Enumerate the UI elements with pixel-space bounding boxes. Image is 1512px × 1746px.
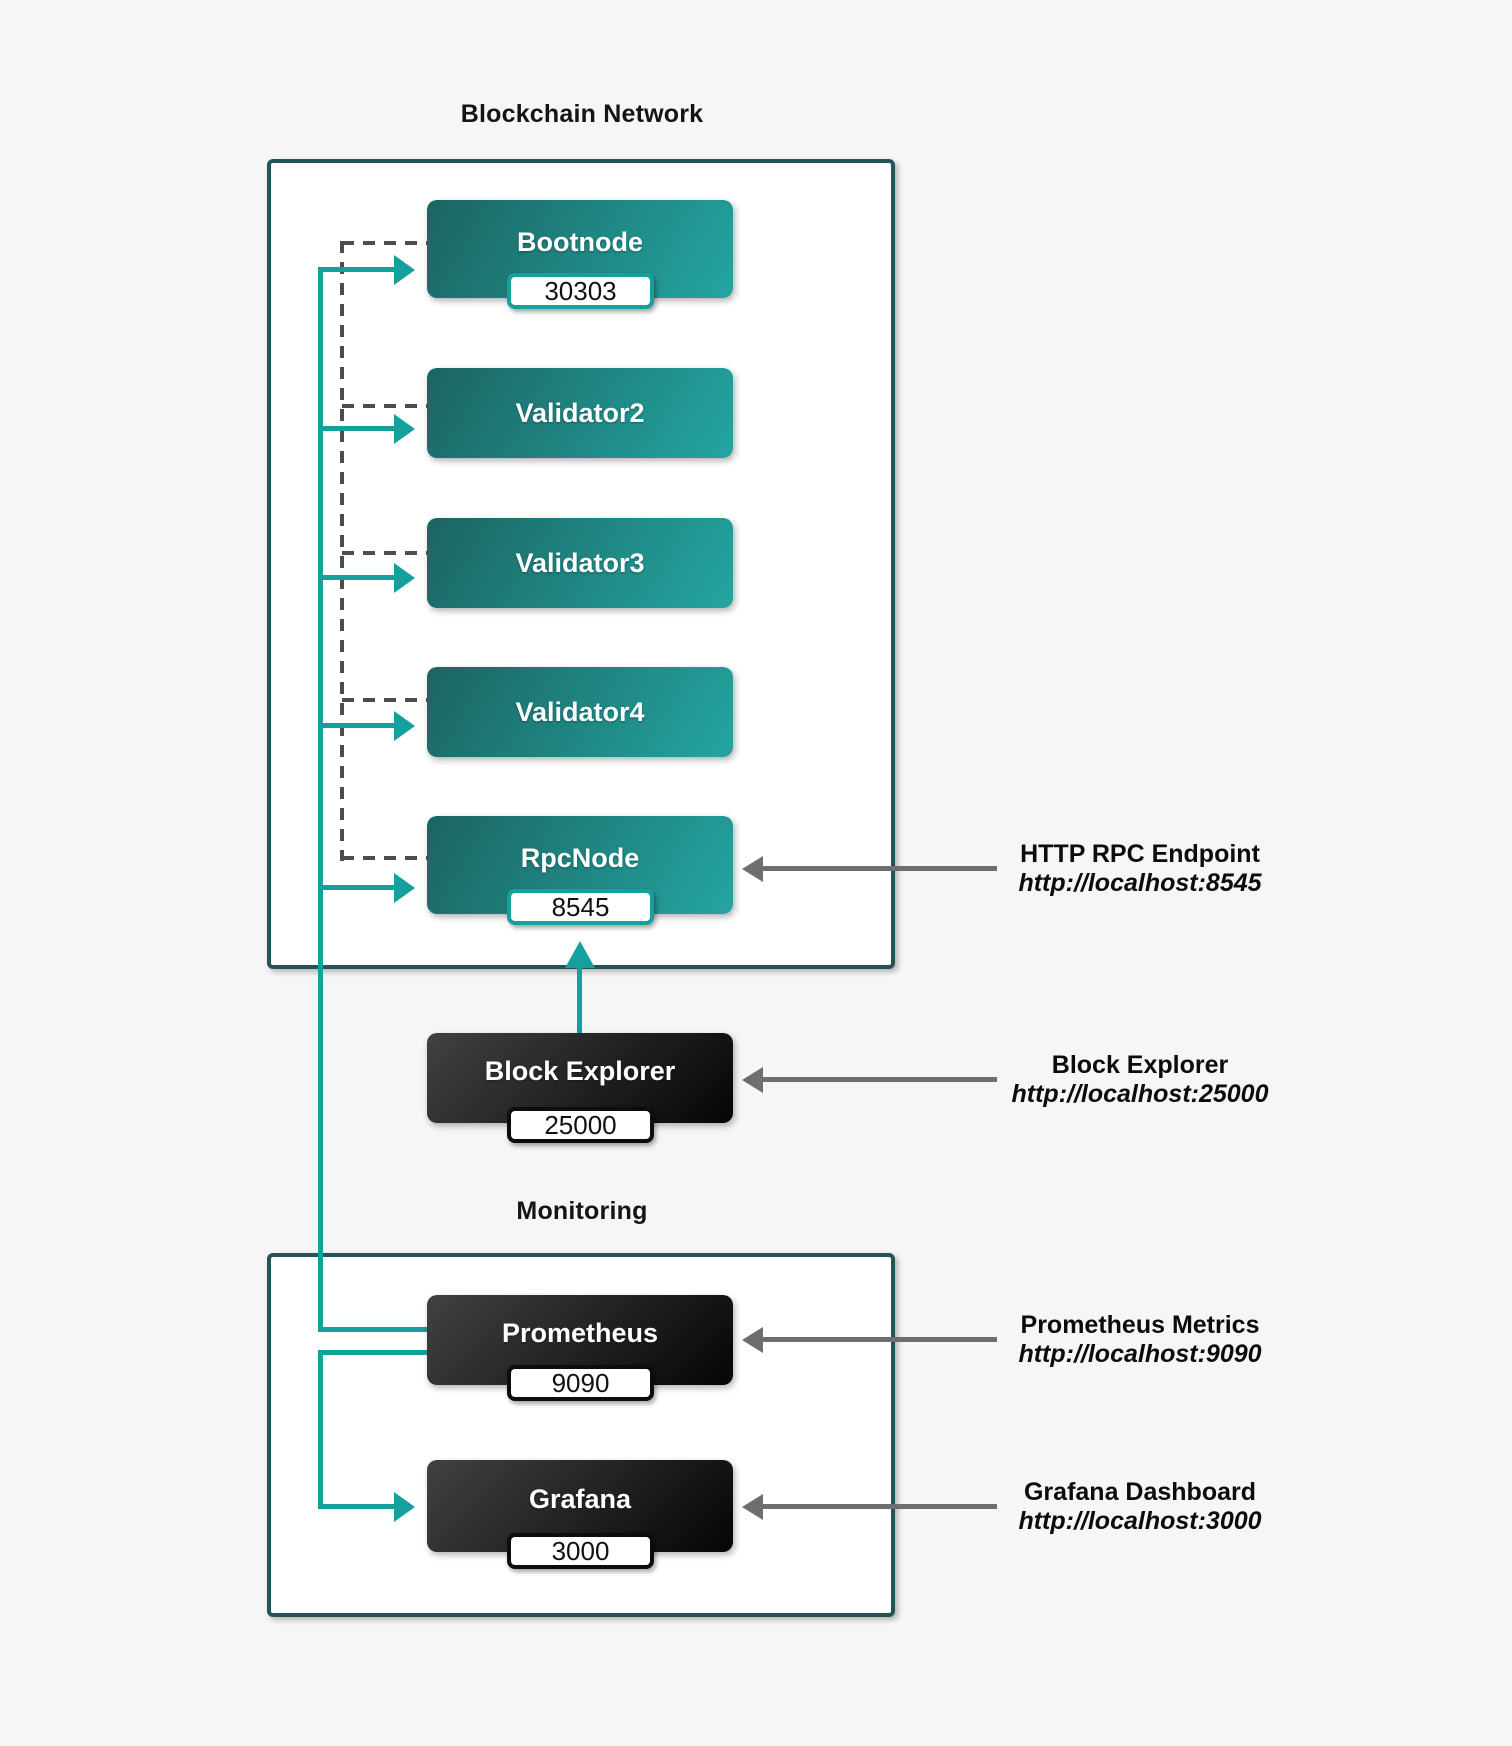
arrowhead-into-validator4-icon — [394, 711, 415, 741]
node-grafana: Grafana — [427, 1460, 733, 1552]
teal-edge-validator2 — [318, 426, 394, 431]
gray-line-rpc-endpoint — [762, 866, 997, 871]
annotation-prometheus-url: http://localhost:9090 — [1018, 1340, 1262, 1368]
node-validator3: Validator3 — [427, 518, 733, 608]
annotation-rpc-endpoint-url: http://localhost:8545 — [1018, 869, 1262, 897]
gray-line-block-explorer — [762, 1077, 997, 1082]
annotation-block-explorer-url: http://localhost:25000 — [1011, 1080, 1269, 1108]
node-rpcnode-label: RpcNode — [520, 842, 640, 873]
annotation-prometheus: Prometheus Metrics http://localhost:9090 — [970, 1311, 1310, 1369]
node-validator2: Validator2 — [427, 368, 733, 458]
port-badge-block-explorer: 25000 — [507, 1107, 654, 1143]
node-validator4: Validator4 — [427, 667, 733, 757]
dashed-line-validator3 — [342, 551, 427, 555]
arrowhead-left-rpc-endpoint-icon — [742, 856, 763, 882]
node-validator2-label: Validator2 — [515, 397, 645, 428]
arrowhead-into-validator2-icon — [394, 414, 415, 444]
node-grafana-label: Grafana — [528, 1483, 632, 1514]
node-validator3-label: Validator3 — [515, 547, 645, 578]
annotation-block-explorer-title: Block Explorer — [1051, 1051, 1229, 1079]
annotation-block-explorer: Block Explorer http://localhost:25000 — [970, 1051, 1310, 1109]
arrowhead-into-bootnode-icon — [394, 255, 415, 285]
teal-edge-grafana — [318, 1504, 394, 1509]
annotation-rpc-endpoint-title: HTTP RPC Endpoint — [1020, 840, 1260, 868]
teal-edge-bootnode — [318, 267, 394, 272]
monitoring-title: Monitoring — [516, 1197, 648, 1225]
annotation-rpc-endpoint: HTTP RPC Endpoint http://localhost:8545 — [970, 840, 1310, 898]
teal-edge-rpcnode — [318, 885, 394, 890]
arrowhead-into-grafana-icon — [394, 1492, 415, 1522]
arrowhead-left-prometheus-icon — [742, 1327, 763, 1353]
annotation-prometheus-title: Prometheus Metrics — [1020, 1311, 1260, 1339]
dashed-line-bootnode — [342, 241, 427, 245]
gray-line-grafana — [762, 1504, 997, 1509]
arrowhead-up-into-rpcnode-icon — [565, 941, 595, 968]
annotation-grafana-url: http://localhost:3000 — [1018, 1507, 1262, 1535]
port-badge-prometheus: 9090 — [507, 1365, 654, 1401]
gray-line-prometheus — [762, 1337, 997, 1342]
teal-edge-validator4 — [318, 723, 394, 728]
teal-blockexplorer-rpcnode-line — [577, 966, 582, 1033]
node-bootnode-label: Bootnode — [517, 226, 643, 257]
dashed-line-validator4 — [342, 698, 427, 702]
teal-edge-into-prometheus — [318, 1327, 427, 1332]
arrowhead-into-rpcnode-icon — [394, 873, 415, 903]
arrowhead-left-grafana-icon — [742, 1494, 763, 1520]
blockchain-network-title: Blockchain Network — [460, 100, 704, 128]
node-block-explorer-label: Block Explorer — [484, 1055, 676, 1086]
port-badge-grafana: 3000 — [507, 1533, 654, 1569]
annotation-grafana: Grafana Dashboard http://localhost:3000 — [970, 1478, 1310, 1536]
node-validator4-label: Validator4 — [515, 696, 645, 727]
dashed-line-validator2 — [342, 404, 427, 408]
arrowhead-left-block-explorer-icon — [742, 1067, 763, 1093]
node-rpcnode: RpcNode — [427, 816, 733, 914]
teal-main-vertical-line — [318, 267, 323, 1332]
arrowhead-into-validator3-icon — [394, 563, 415, 593]
teal-grafana-branch-vertical — [318, 1350, 323, 1509]
teal-edge-validator3 — [318, 575, 394, 580]
node-prometheus-label: Prometheus — [501, 1317, 659, 1348]
dashed-line-rpcnode — [342, 856, 427, 860]
teal-edge-prometheus-out — [318, 1350, 427, 1355]
port-badge-rpcnode: 8545 — [507, 889, 654, 925]
port-badge-bootnode: 30303 — [507, 273, 654, 309]
annotation-grafana-title: Grafana Dashboard — [1023, 1478, 1256, 1506]
